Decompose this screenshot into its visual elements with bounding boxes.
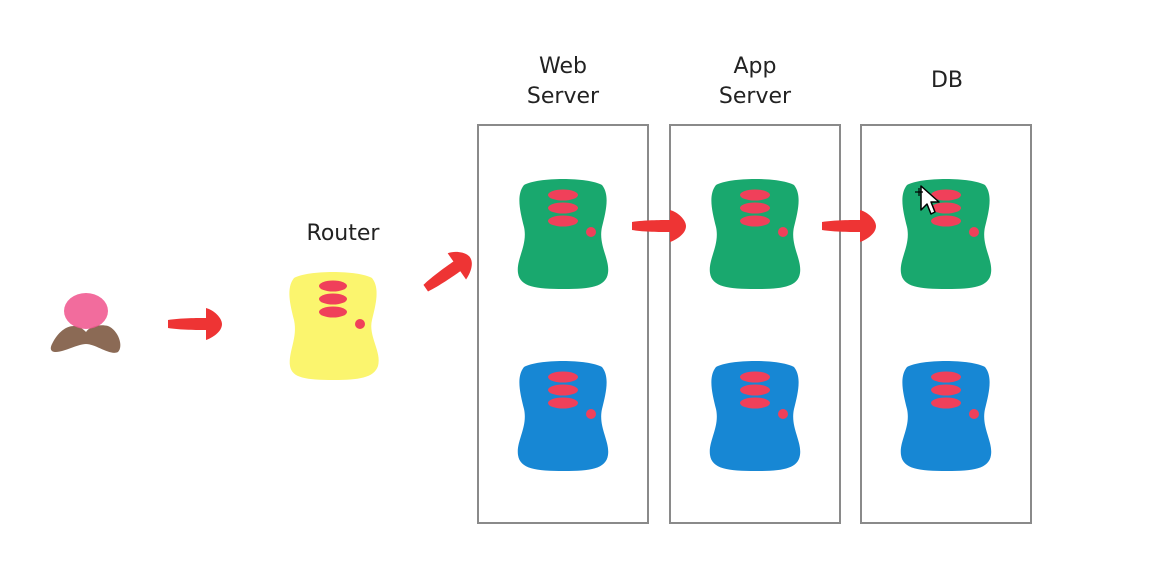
- user-icon: [50, 293, 121, 353]
- arrow-icon: [416, 244, 480, 302]
- arrow-icon: [168, 308, 222, 340]
- mouse-cursor-icon: [915, 185, 940, 215]
- web-server-bottom-icon: [517, 361, 609, 471]
- router-icon: [289, 272, 379, 380]
- db-server-top-icon: [900, 179, 992, 289]
- app-server-label: App Server: [718, 54, 792, 109]
- arrow-icon: [632, 210, 686, 242]
- web-server-top-icon: [517, 179, 609, 289]
- arrow-icon: [822, 210, 876, 242]
- db-label: DB: [930, 68, 964, 93]
- app-server-tier-box: [669, 124, 841, 524]
- db-tier-box: [860, 124, 1032, 524]
- app-server-top-icon: [709, 179, 801, 289]
- web-server-tier-box: [477, 124, 649, 524]
- router-label: Router: [306, 221, 380, 246]
- web-server-label: Web Server: [526, 54, 600, 109]
- app-server-bottom-icon: [709, 361, 801, 471]
- db-server-bottom-icon: [900, 361, 992, 471]
